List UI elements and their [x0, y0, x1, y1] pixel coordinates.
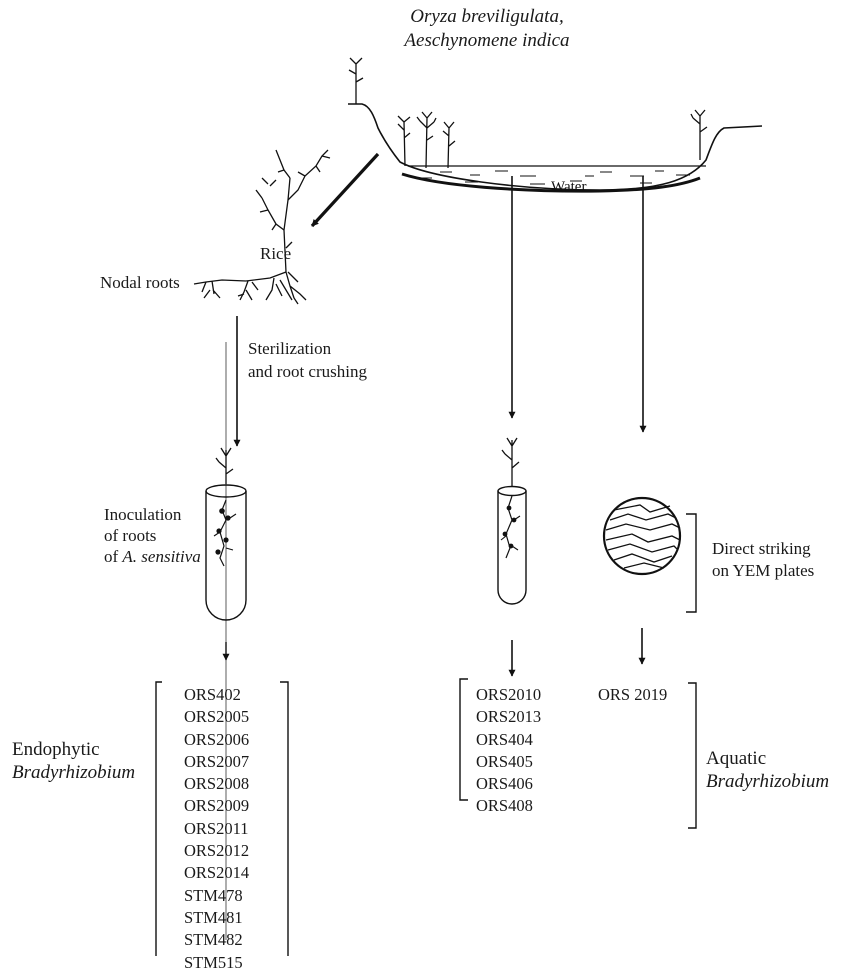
direct-striking-line1: Direct striking: [712, 539, 811, 559]
nodal-roots-label: Nodal roots: [100, 273, 180, 293]
inoculation-line3: of A. sensitiva: [104, 547, 201, 567]
list-item: ORS2012: [184, 840, 249, 862]
aquatic-plate-strain-list: ORS 2019: [598, 684, 667, 706]
list-item: STM515: [184, 952, 249, 974]
list-item: ORS408: [476, 795, 541, 817]
list-item: ORS 2019: [598, 684, 667, 706]
inoculation-line1: Inoculation: [104, 505, 181, 525]
aquatic-tube-strain-list: ORS2010 ORS2013 ORS404 ORS405 ORS406 ORS…: [476, 684, 541, 818]
aquatic-line2: Bradyrhizobium: [706, 771, 829, 793]
endophytic-line2: Bradyrhizobium: [12, 762, 135, 784]
endophytic-strain-list: ORS402 ORS2005 ORS2006 ORS2007 ORS2008 O…: [184, 684, 249, 974]
list-item: STM478: [184, 885, 249, 907]
sterilization-line1: Sterilization: [248, 339, 331, 359]
list-item: ORS2007: [184, 751, 249, 773]
list-item: ORS2013: [476, 706, 541, 728]
nodal-roots-drawing: [194, 272, 306, 304]
water-label: Water: [551, 179, 586, 195]
list-item: ORS2006: [184, 729, 249, 751]
test-tube-middle: [498, 438, 526, 604]
yem-plate: [604, 498, 680, 574]
list-item: ORS406: [476, 773, 541, 795]
direct-striking-line2: on YEM plates: [712, 561, 814, 581]
inoculation-line2: of roots: [104, 526, 156, 546]
rice-label: Rice: [260, 244, 291, 264]
inoculation-line3-prefix: of: [104, 547, 122, 566]
host-plants-line1: Oryza breviligulata,: [410, 6, 563, 28]
endophytic-line1: Endophytic: [12, 739, 100, 761]
list-item: STM481: [184, 907, 249, 929]
list-item: ORS2011: [184, 818, 249, 840]
list-item: ORS402: [184, 684, 249, 706]
sterilization-line2: and root crushing: [248, 362, 367, 382]
list-item: ORS2008: [184, 773, 249, 795]
list-item: ORS405: [476, 751, 541, 773]
list-item: ORS2014: [184, 862, 249, 884]
host-plants-line2: Aeschynomene indica: [404, 30, 569, 52]
list-item: ORS2009: [184, 795, 249, 817]
aquatic-line1: Aquatic: [706, 748, 766, 770]
list-item: ORS2005: [184, 706, 249, 728]
list-item: STM482: [184, 929, 249, 951]
list-item: ORS404: [476, 729, 541, 751]
bank-plants: [349, 58, 707, 168]
list-item: ORS2010: [476, 684, 541, 706]
inoculation-species: A. sensitiva: [122, 547, 200, 566]
